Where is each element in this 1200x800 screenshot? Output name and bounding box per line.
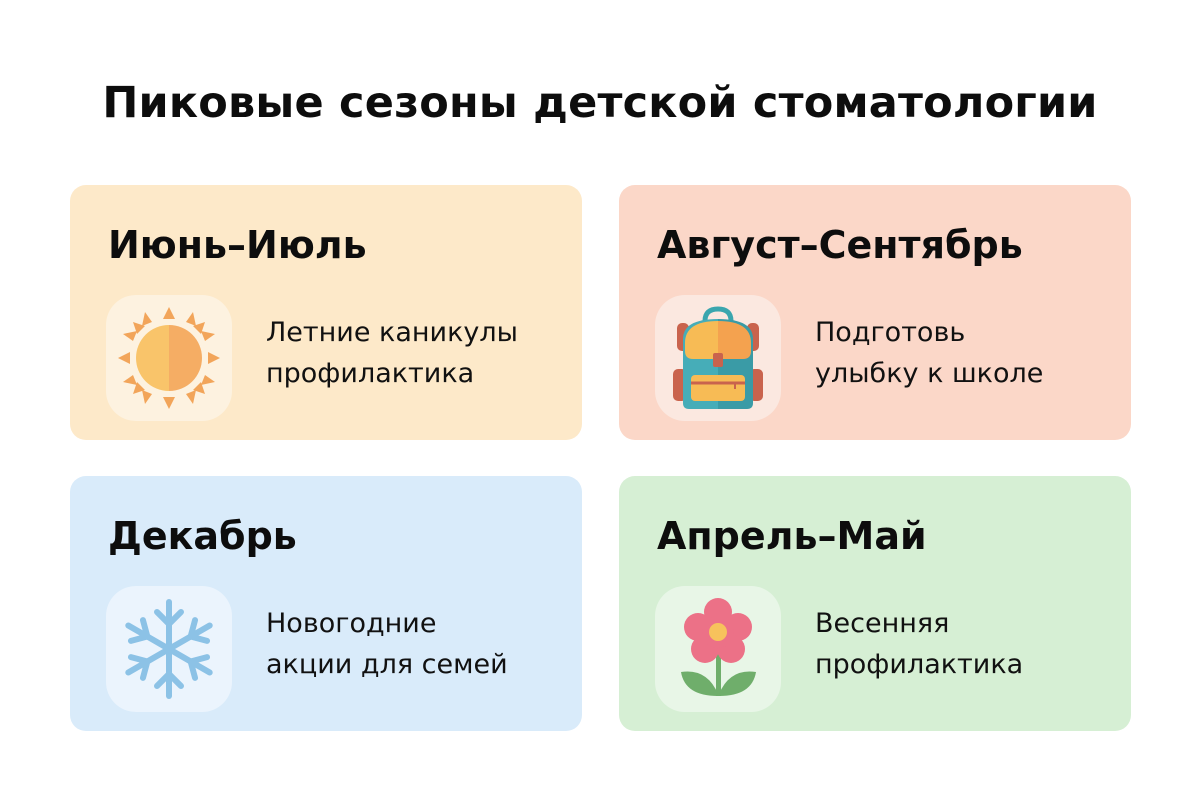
season-card-april-may: Апрель–Май Весенняя профилактика xyxy=(619,476,1131,731)
card-heading: Июнь–Июль xyxy=(108,223,367,267)
description-line-2: профилактика xyxy=(815,649,1024,680)
season-card-december: Декабрь xyxy=(70,476,582,731)
description-line-1: Летние каникулы xyxy=(266,317,518,348)
description-line-1: Весенняя xyxy=(815,608,950,639)
description-line-1: Подготовь xyxy=(815,317,966,348)
card-heading: Август–Сентябрь xyxy=(657,223,1023,267)
snowflake-icon xyxy=(125,599,213,699)
card-description: Летние каникулы профилактика xyxy=(266,312,518,394)
description-line-2: профилактика xyxy=(266,358,475,389)
page-title: Пиковые сезоны детской стоматологии xyxy=(102,78,1098,128)
backpack-icon xyxy=(673,306,763,409)
icon-tile xyxy=(106,295,232,421)
card-description: Новогодние акции для семей xyxy=(266,603,508,685)
icon-tile xyxy=(655,586,781,712)
icon-tile xyxy=(106,586,232,712)
card-heading: Декабрь xyxy=(108,514,297,558)
sun-icon xyxy=(118,307,220,409)
card-description: Подготовь улыбку к школе xyxy=(815,312,1043,394)
season-card-june-july: Июнь–Июль xyxy=(70,185,582,440)
flower-icon xyxy=(681,598,756,696)
card-description: Весенняя профилактика xyxy=(815,603,1023,685)
season-card-august-september: Август–Сентябрь Подготовь улыбку к школе xyxy=(619,185,1131,440)
description-line-2: акции для семей xyxy=(266,649,508,680)
icon-tile xyxy=(655,295,781,421)
card-heading: Апрель–Май xyxy=(657,514,927,558)
description-line-1: Новогодние xyxy=(266,608,437,639)
description-line-2: улыбку к школе xyxy=(815,358,1044,389)
